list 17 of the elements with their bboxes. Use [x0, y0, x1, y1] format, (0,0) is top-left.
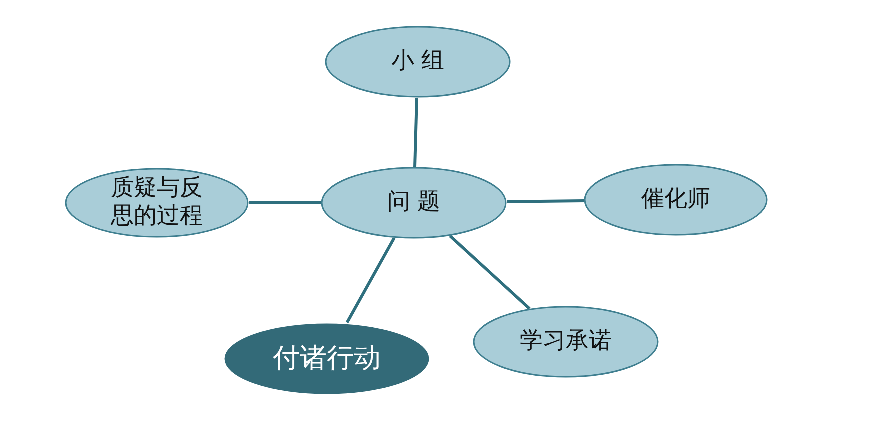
- node-label: 小 组: [391, 48, 445, 76]
- node-label: 问 题: [387, 189, 441, 217]
- ellipse-node: [223, 322, 431, 396]
- node-label: 付诸行动: [273, 342, 381, 376]
- ellipse-node: [473, 306, 659, 378]
- connector-line: [346, 237, 396, 324]
- ellipse-node: [65, 168, 249, 238]
- ellipse-node: [325, 26, 511, 98]
- node-label: 催化师: [642, 186, 710, 214]
- node-label: 学习承诺: [520, 328, 612, 356]
- node-label: 质疑与反思的过程: [110, 175, 204, 231]
- connector-line: [249, 202, 321, 204]
- ellipse-node: [321, 167, 507, 239]
- connector-line: [449, 235, 531, 310]
- connector-line: [506, 200, 584, 204]
- connector-line: [414, 98, 418, 168]
- ellipse-node: [584, 164, 768, 236]
